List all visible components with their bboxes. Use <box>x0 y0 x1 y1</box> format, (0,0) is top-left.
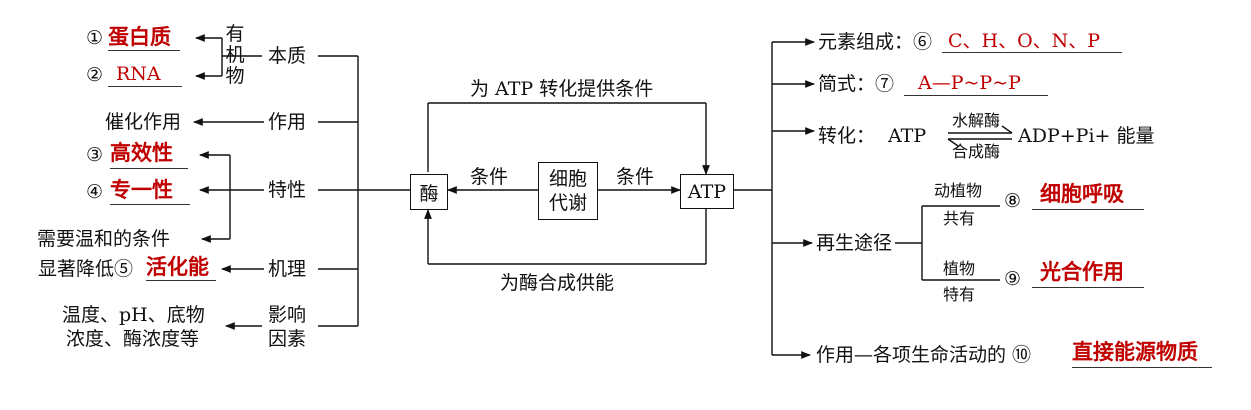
answer-photosynthesis: 光合作用 <box>1040 260 1124 284</box>
cell-metabolism-box: 细胞 代谢 <box>538 162 598 220</box>
answer-underline <box>942 52 1122 53</box>
role-label: 作用—各项生命活动的 ⑩ <box>816 344 1032 366</box>
lower-label: 显著降低⑤ <box>38 258 134 280</box>
shared-label: 共有 <box>943 209 976 228</box>
answer-underline <box>1072 367 1212 368</box>
label-num-4: ④ <box>86 181 104 203</box>
answer-specificity: 专一性 <box>110 178 173 202</box>
elements-label: 元素组成：⑥ <box>818 31 933 53</box>
plant-label: 植物 <box>943 259 976 278</box>
metabolism-line-1: 细胞 <box>548 168 587 190</box>
answer-underline <box>108 86 182 87</box>
mild-conditions-label: 需要温和的条件 <box>37 228 171 250</box>
provide-conditions-label: 为 ATP 转化提供条件 <box>470 78 654 100</box>
answer-underline <box>110 204 190 205</box>
answer-activation-energy: 活化能 <box>146 255 209 279</box>
enzyme-label: 酶 <box>419 182 439 205</box>
atp-box: ATP <box>680 174 734 209</box>
mechanism-label: 机理 <box>268 258 307 280</box>
label-num-8: ⑧ <box>1004 190 1022 212</box>
conversion-products: ADP+Pi+ 能量 <box>1018 125 1155 147</box>
animal-plant-label: 动植物 <box>934 181 983 200</box>
influence-line-1: 影响 <box>268 304 307 326</box>
unique-label: 特有 <box>943 285 976 304</box>
answer-underline <box>146 280 216 281</box>
condition-left-label: 条件 <box>470 166 509 188</box>
regeneration-label: 再生途径 <box>816 232 893 254</box>
metabolism-line-2: 代谢 <box>548 192 587 214</box>
label-num-2: ② <box>86 64 104 86</box>
hydrolase-label: 水解酶 <box>952 111 1001 130</box>
answer-underline <box>108 50 180 51</box>
label-num-1: ① <box>86 27 104 49</box>
label-num-3: ③ <box>86 144 104 166</box>
formula-label: 简式：⑦ <box>818 73 895 95</box>
catalysis-label: 催化作用 <box>105 111 182 133</box>
label-num-9: ⑨ <box>1004 268 1022 290</box>
answer-high-efficiency: 高效性 <box>110 141 173 165</box>
answer-underline <box>110 168 188 169</box>
conversion-atp: ATP <box>888 125 927 147</box>
factors-line-1: 温度、pH、底物 <box>62 304 205 326</box>
answer-energy-source: 直接能源物质 <box>1072 340 1198 364</box>
function-label: 作用 <box>268 111 307 133</box>
energy-supply-label: 为酶合成供能 <box>500 272 615 294</box>
answer-formula: A—P~P~P <box>918 72 1021 94</box>
enzyme-box: 酶 <box>410 174 448 210</box>
factors-line-2: 浓度、酶浓度等 <box>66 328 200 350</box>
essence-label: 本质 <box>268 45 307 67</box>
conversion-label: 转化： <box>818 125 876 147</box>
answer-underline <box>904 95 1048 96</box>
answer-respiration: 细胞呼吸 <box>1040 182 1124 206</box>
organic-label: 有机物 <box>225 23 245 87</box>
influence-line-2: 因素 <box>268 328 307 350</box>
answer-underline <box>1032 287 1144 288</box>
condition-right-label: 条件 <box>616 166 655 188</box>
properties-label: 特性 <box>268 179 307 201</box>
answer-rna: RNA <box>116 63 161 85</box>
answer-protein: 蛋白质 <box>108 25 171 49</box>
answer-underline <box>1032 209 1144 210</box>
answer-elements: C、H、O、N、P <box>948 30 1101 52</box>
synthase-label: 合成酶 <box>952 142 1001 161</box>
atp-label: ATP <box>687 180 727 203</box>
